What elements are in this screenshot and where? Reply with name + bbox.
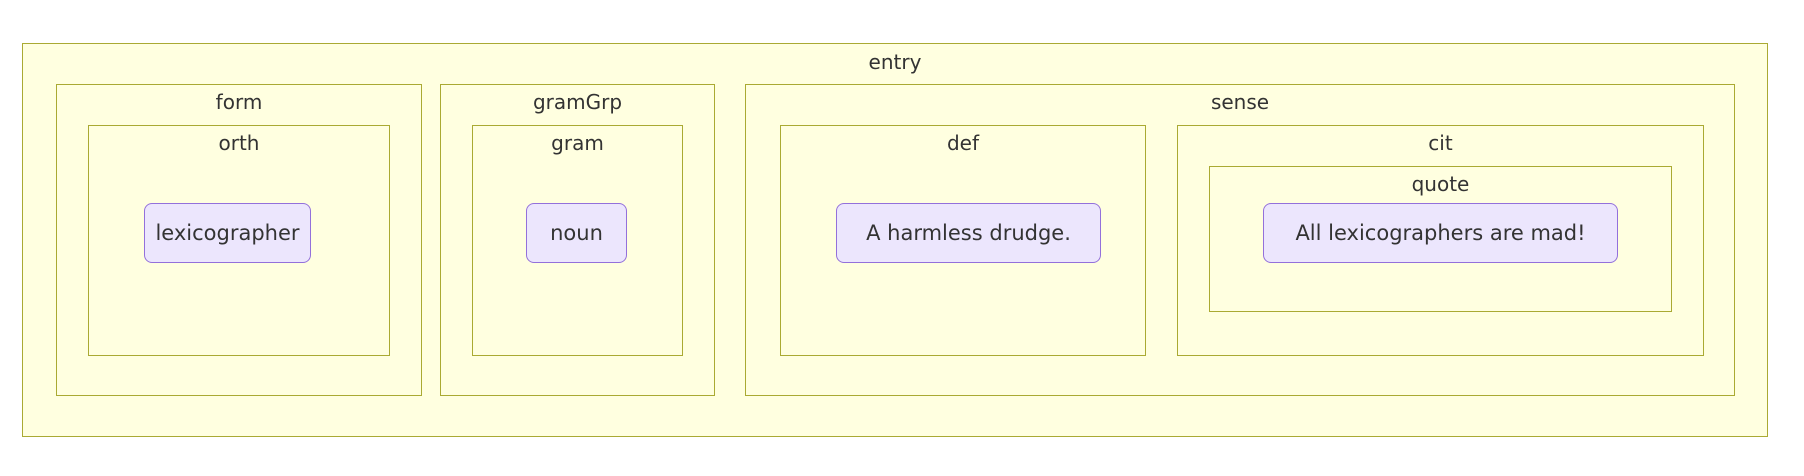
node-quote-value[interactable]: All lexicographers are mad! [1263,203,1618,263]
cluster-label-orth: orth [218,131,260,155]
cluster-label-cit: cit [1428,131,1453,155]
cluster-label-form: form [215,90,263,114]
cluster-label-quote: quote [1411,172,1470,196]
cluster-label-sense: sense [1210,90,1270,114]
node-def-value[interactable]: A harmless drudge. [836,203,1101,263]
cluster-label-gram: gram [551,131,604,155]
cluster-label-gramgrp: gramGrp [532,90,623,114]
cluster-label-def: def [946,131,980,155]
cluster-label-entry: entry [868,50,922,74]
node-gram-value[interactable]: noun [526,203,627,263]
node-orth-value[interactable]: lexicographer [144,203,311,263]
